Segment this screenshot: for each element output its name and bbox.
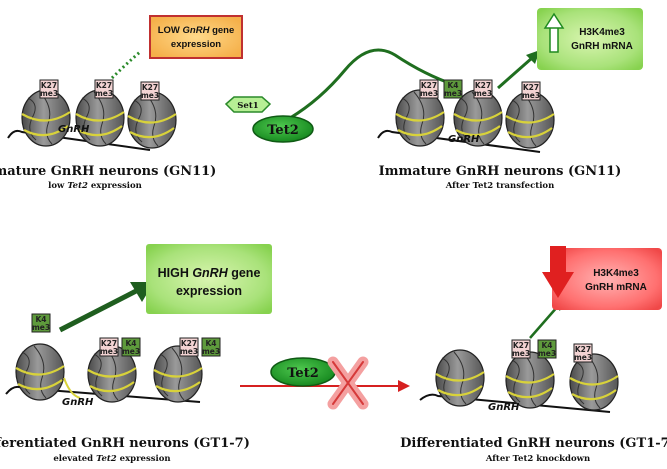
k27me3-mark: K27 me3 [179,337,199,357]
svg-text:me3: me3 [32,323,50,332]
block-x-icon [327,356,369,410]
panel-top-left: GnRH K27 me3 K27 me3 K27 me3 LOW GnRH ge… [0,15,243,191]
tet2-enzyme: Tet2 [270,357,336,387]
set1-tet2-complex: Set1 Tet2 [224,48,456,143]
k27me3-mark: K27 me3 [521,81,541,101]
k4me3-mark: K4 me3 [443,79,463,99]
k27me3-mark: K27 me3 [573,343,593,363]
k4me3-mark: K4 me3 [537,339,557,359]
svg-text:expression: expression [176,284,242,298]
panel-title: Differentiated GnRH neurons (GT1-7) [0,436,250,451]
panel-bottom-right: GnRH K27 me3 K4 me3 K27 me3 H3K4me3 GnRH… [400,246,667,464]
tet2-knockdown: Tet2 [240,356,410,410]
svg-text:K27: K27 [101,339,117,348]
panel-subtitle: After Tet2 transfection [445,181,555,191]
k4me3-mark: K4 me3 [31,313,51,333]
panel-title: Immature GnRH neurons (GN11) [379,164,622,179]
gnrh-gene-label: GnRH [62,397,94,408]
svg-text:me3: me3 [100,347,118,356]
nucleosome [434,348,486,408]
panel-subtitle: elevated Tet2 expression [53,454,170,464]
tet2-recruitment-curve [289,48,456,120]
up-arrow-icon [543,12,565,53]
panel-title: Immature GnRH neurons (GN11) [0,164,216,179]
h3k4me3-up-box: H3K4me3 GnRH mRNA [537,8,643,70]
svg-text:K27: K27 [575,345,591,354]
svg-text:me3: me3 [574,353,592,362]
gnrh-gene-label: GnRH [58,124,90,135]
svg-text:H3K4me3: H3K4me3 [593,268,639,279]
svg-text:me3: me3 [474,89,492,98]
k27me3-mark: K27 me3 [419,79,439,99]
svg-text:K27: K27 [523,83,539,92]
strong-activation-arrow [58,287,140,333]
svg-text:me3: me3 [444,89,462,98]
high-gnrh-expression-box: HIGH GnRH gene expression [146,244,272,314]
svg-text:K27: K27 [475,81,491,90]
panel-bottom-left: GnRH K4 me3 K27 me3 K4 me3 K27 me3 K4 me… [0,244,272,464]
gnrh-gene-label: GnRH [448,134,480,145]
svg-text:me3: me3 [522,91,540,100]
k27me3-mark: K27 me3 [99,337,119,357]
svg-text:me3: me3 [141,91,159,100]
svg-text:K4: K4 [35,315,46,324]
weak-activation-arrow [529,305,559,339]
svg-text:GnRH mRNA: GnRH mRNA [585,282,647,293]
k27me3-mark: K27 me3 [511,339,531,359]
svg-text:K27: K27 [513,341,529,350]
panel-subtitle: low Tet2 expression [48,181,142,191]
low-expression-dotted-arrow [110,50,141,80]
panel-title: Differentiated GnRH neurons (GT1-7) [400,436,667,451]
svg-text:Set1: Set1 [237,101,258,111]
k4me3-mark: K4 me3 [121,337,141,357]
k27me3-mark: K27 me3 [94,79,114,99]
svg-text:me3: me3 [202,347,220,356]
k27me3-mark: K27 me3 [39,79,59,99]
svg-text:LOW GnRH gene: LOW GnRH gene [158,25,235,36]
svg-text:me3: me3 [420,89,438,98]
svg-text:expression: expression [171,39,221,50]
svg-text:me3: me3 [40,89,58,98]
svg-text:K27: K27 [181,339,197,348]
svg-text:H3K4me3: H3K4me3 [579,27,625,38]
panel-top-right: GnRH K27 me3 K4 me3 K27 me3 K27 me3 [377,8,643,191]
svg-text:me3: me3 [180,347,198,356]
svg-text:K4: K4 [205,339,216,348]
dna-strand [419,393,611,413]
dna-strand [7,129,151,151]
set1-label: Set1 [224,96,272,113]
nucleosome [14,342,66,402]
svg-text:K27: K27 [41,81,57,90]
down-arrow-icon [542,246,574,298]
svg-text:K4: K4 [541,341,552,350]
svg-text:Tet2: Tet2 [287,366,319,381]
svg-text:me3: me3 [512,349,530,358]
svg-text:K4: K4 [125,339,136,348]
k27me3-mark: K27 me3 [473,79,493,99]
svg-text:Tet2: Tet2 [267,123,299,138]
svg-text:me3: me3 [538,349,556,358]
gnrh-gene-label: GnRH [488,402,520,413]
svg-text:me3: me3 [122,347,140,356]
svg-text:K27: K27 [142,83,158,92]
svg-text:HIGH GnRH gene: HIGH GnRH gene [158,266,261,280]
low-gnrh-expression-box: LOW GnRH gene expression [149,15,243,59]
svg-text:K27: K27 [96,81,112,90]
k4me3-mark: K4 me3 [201,337,221,357]
svg-text:K27: K27 [421,81,437,90]
k27me3-mark: K27 me3 [140,81,160,101]
svg-text:GnRH mRNA: GnRH mRNA [571,41,633,52]
panel-subtitle: After Tet2 knockdown [485,454,590,464]
svg-text:me3: me3 [95,89,113,98]
nucleosome [504,350,556,410]
activation-arrow [497,56,533,90]
tet2-enzyme: Tet2 [252,115,314,143]
svg-text:K4: K4 [447,81,458,90]
dna-strand [377,129,541,153]
h3k4me3-down-box: H3K4me3 GnRH mRNA [542,246,662,310]
